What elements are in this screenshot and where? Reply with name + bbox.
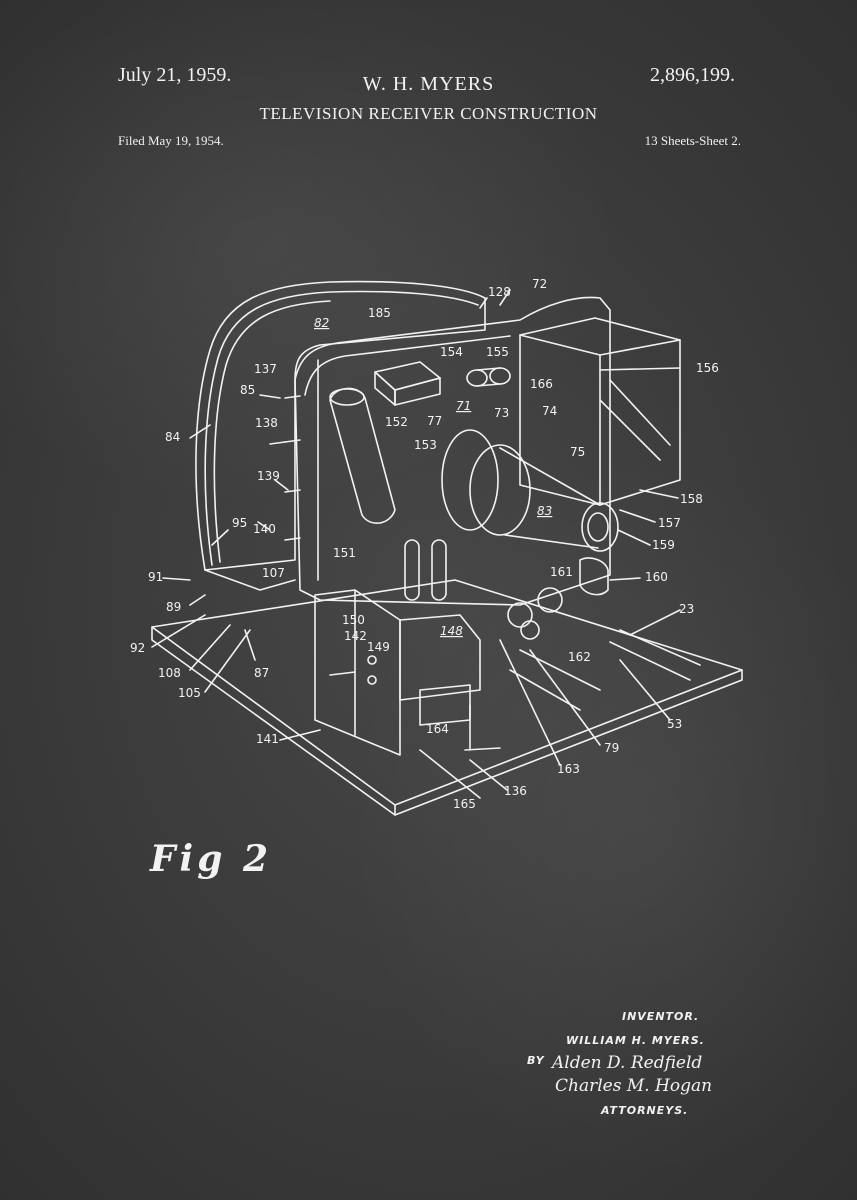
ref-label: 79 bbox=[604, 741, 619, 755]
ref-label: 82 bbox=[314, 316, 329, 330]
by-label: BY bbox=[527, 1054, 545, 1067]
ref-label: 108 bbox=[158, 666, 181, 680]
ref-label: 185 bbox=[368, 306, 391, 320]
ref-label: 161 bbox=[550, 565, 573, 579]
sheet-count: 13 Sheets-Sheet 2. bbox=[644, 133, 741, 148]
ref-label: 159 bbox=[652, 538, 675, 552]
ref-label: 53 bbox=[667, 717, 682, 731]
ref-label: 148 bbox=[440, 624, 463, 638]
ref-label: 164 bbox=[426, 722, 449, 736]
ref-label: 160 bbox=[645, 570, 668, 584]
inventor-label: INVENTOR. bbox=[622, 1010, 700, 1023]
patent-date: July 21, 1959. bbox=[118, 64, 232, 86]
ref-label: 141 bbox=[256, 732, 279, 746]
ref-label: 71 bbox=[456, 399, 471, 413]
ref-label: 136 bbox=[504, 784, 527, 798]
ref-label: 165 bbox=[453, 797, 476, 811]
inventor-header: W. H. MYERS bbox=[362, 73, 495, 95]
ref-label: 155 bbox=[486, 345, 509, 359]
ref-label: 142 bbox=[344, 629, 367, 643]
ref-label: 150 bbox=[342, 613, 365, 627]
crt-housing bbox=[195, 280, 486, 571]
ref-label: 163 bbox=[557, 762, 580, 776]
ref-label: 91 bbox=[148, 570, 163, 584]
attorneys-label: ATTORNEYS. bbox=[601, 1104, 689, 1117]
ref-label: 75 bbox=[570, 445, 585, 459]
reference-labels: 128 72 82 185 154 155 156 137 85 84 166 … bbox=[130, 277, 719, 811]
ref-label: 74 bbox=[542, 404, 557, 418]
ref-label: 89 bbox=[166, 600, 181, 614]
ref-label: 156 bbox=[696, 361, 719, 375]
ref-label: 23 bbox=[679, 602, 694, 616]
ref-label: 137 bbox=[254, 362, 277, 376]
attorney-signature-2: Charles M. Hogan bbox=[555, 1076, 713, 1096]
ref-label: 87 bbox=[254, 666, 269, 680]
ref-label: 152 bbox=[385, 415, 408, 429]
ref-label: 139 bbox=[257, 469, 280, 483]
ref-label: 151 bbox=[333, 546, 356, 560]
ref-label: 158 bbox=[680, 492, 703, 506]
ref-label: 140 bbox=[253, 522, 276, 536]
ref-label: 105 bbox=[178, 686, 201, 700]
patent-number: 2,896,199. bbox=[650, 64, 735, 86]
patent-title: TELEVISION RECEIVER CONSTRUCTION bbox=[259, 104, 598, 123]
ref-label: 84 bbox=[165, 430, 180, 444]
filed-date: Filed May 19, 1954. bbox=[118, 133, 224, 148]
inventor-name: WILLIAM H. MYERS. bbox=[566, 1034, 705, 1047]
ref-label: 162 bbox=[568, 650, 591, 664]
ref-label: 154 bbox=[440, 345, 463, 359]
figure-label: Fig 2 bbox=[150, 838, 272, 880]
ref-label: 85 bbox=[240, 383, 255, 397]
attorney-signature-1: Alden D. Redfield bbox=[552, 1053, 703, 1073]
ref-label: 149 bbox=[367, 640, 390, 654]
ref-label: 107 bbox=[262, 566, 285, 580]
ref-label: 166 bbox=[530, 377, 553, 391]
ref-label: 73 bbox=[494, 406, 509, 420]
ref-label: 95 bbox=[232, 516, 247, 530]
ref-label: 92 bbox=[130, 641, 145, 655]
ref-label: 83 bbox=[537, 504, 552, 518]
yoke-box bbox=[519, 317, 681, 506]
ref-label: 157 bbox=[658, 516, 681, 530]
ref-label: 72 bbox=[532, 277, 547, 291]
ref-label: 77 bbox=[427, 414, 442, 428]
ref-label: 153 bbox=[414, 438, 437, 452]
ref-label: 138 bbox=[255, 416, 278, 430]
ref-label: 128 bbox=[488, 285, 511, 299]
chassis-panel bbox=[294, 296, 611, 606]
